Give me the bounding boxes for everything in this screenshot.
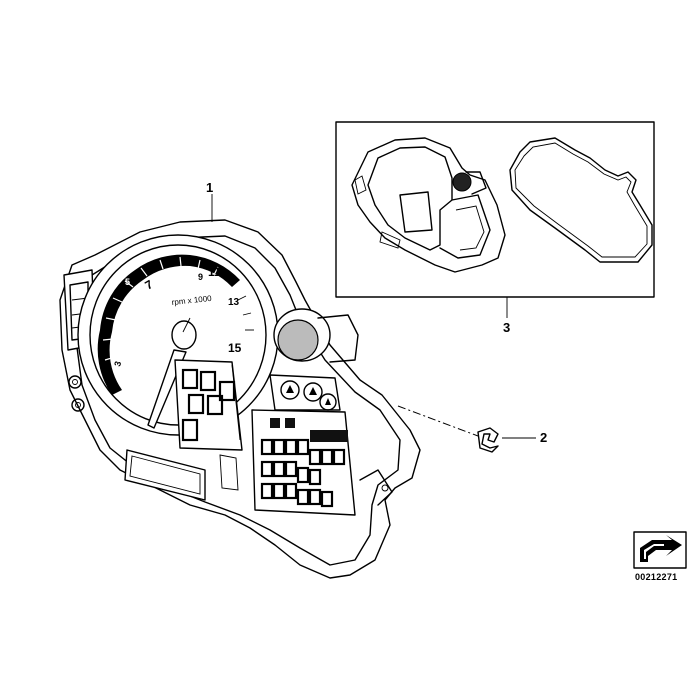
- callout-2: 2: [540, 430, 548, 445]
- callout-3: 3: [503, 320, 511, 335]
- cluster-housing-icon: [351, 137, 506, 273]
- clip-icon: [477, 427, 499, 453]
- bmw-arrow-mark-icon: [633, 531, 687, 569]
- tick-label-13: 13: [228, 297, 240, 308]
- tick-label-11: 11: [208, 265, 221, 279]
- instrument-cluster-icon: 3 5 7 9 11 13 15 rpm x 1000: [59, 219, 421, 579]
- tick-label-5: 5: [125, 277, 130, 287]
- tick-label-15: 15: [228, 341, 242, 355]
- tick-label-9: 9: [198, 272, 203, 282]
- gasket-icon: [509, 137, 653, 263]
- tick-label-3: 3: [112, 360, 123, 367]
- callout-1: 1: [206, 180, 214, 195]
- reference-code: 00212271: [635, 572, 678, 582]
- gauge-unit-label: rpm x 1000: [171, 294, 212, 307]
